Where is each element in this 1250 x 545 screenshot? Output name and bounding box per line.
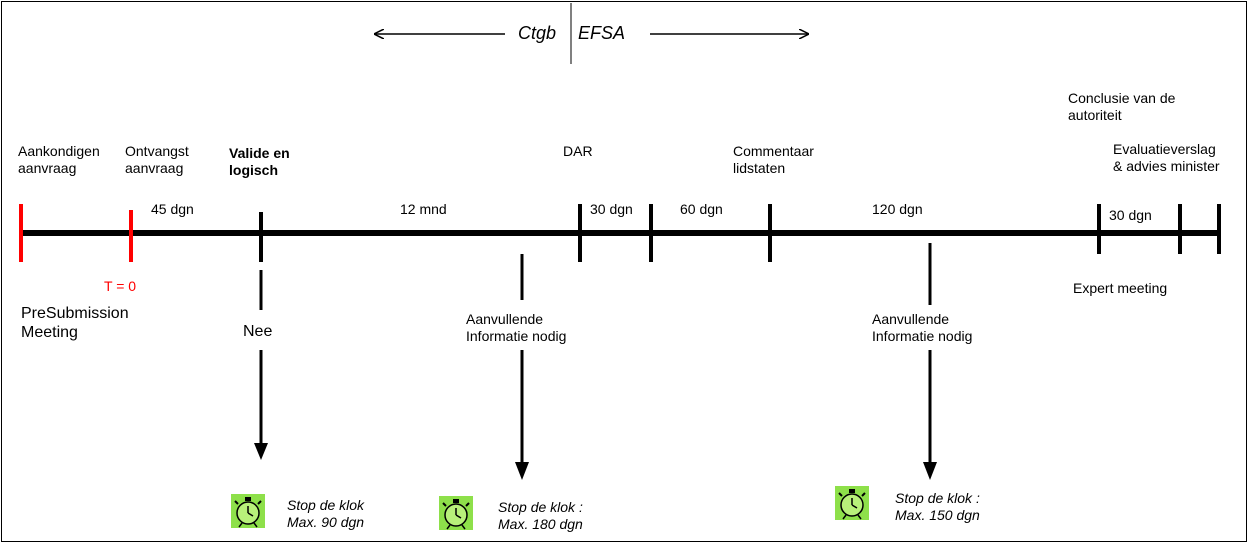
branch-info2-label: Aanvullende Informatie nodig (872, 311, 973, 344)
milestone-commentaar: Commentaar lidstaten (733, 143, 814, 176)
t-zero-label: T = 0 (104, 278, 137, 294)
milestone-valide: Valide en logisch (229, 145, 290, 178)
expert-meeting: Expert meeting (1073, 280, 1168, 296)
milestone-ontvangst: Ontvangst aanvraag (125, 143, 189, 176)
alarm-clock-icon (230, 493, 266, 529)
duration-60dgn: 60 dgn (680, 201, 723, 217)
duration-12mnd: 12 mnd (400, 201, 447, 217)
alarm-clock-icon (438, 495, 474, 531)
clock-caption-180: Stop de klok : Max. 180 dgn (498, 499, 583, 532)
branch-info1-arrowhead (515, 462, 529, 480)
duration-30dgn-expert: 30 dgn (1109, 207, 1152, 223)
clock-caption-150: Stop de klok : Max. 150 dgn (895, 490, 980, 523)
branch-nee-arrowhead (254, 443, 268, 460)
branch-info1-label: Aanvullende Informatie nodig (466, 311, 567, 344)
clock-caption-90: Stop de klok Max. 90 dgn (287, 497, 365, 530)
alarm-clock-icon (834, 485, 870, 521)
duration-120dgn: 120 dgn (872, 201, 923, 217)
duration-45dgn: 45 dgn (151, 201, 194, 217)
milestone-aankondigen: Aankondigen aanvraag (18, 143, 100, 176)
branch-nee-label: Nee (243, 323, 273, 340)
banner-ctgb: Ctgb (518, 23, 557, 43)
presubmission-meeting: PreSubmission Meeting (21, 305, 129, 341)
banner-efsa: EFSA (578, 23, 626, 43)
milestone-evaluatie: Evaluatieverslag & advies minister (1113, 141, 1220, 174)
duration-30dgn: 30 dgn (590, 201, 633, 217)
branch-info2-arrowhead (923, 462, 937, 480)
milestone-dar: DAR (563, 143, 593, 159)
milestone-conclusie: Conclusie van de autoriteit (1068, 90, 1176, 123)
